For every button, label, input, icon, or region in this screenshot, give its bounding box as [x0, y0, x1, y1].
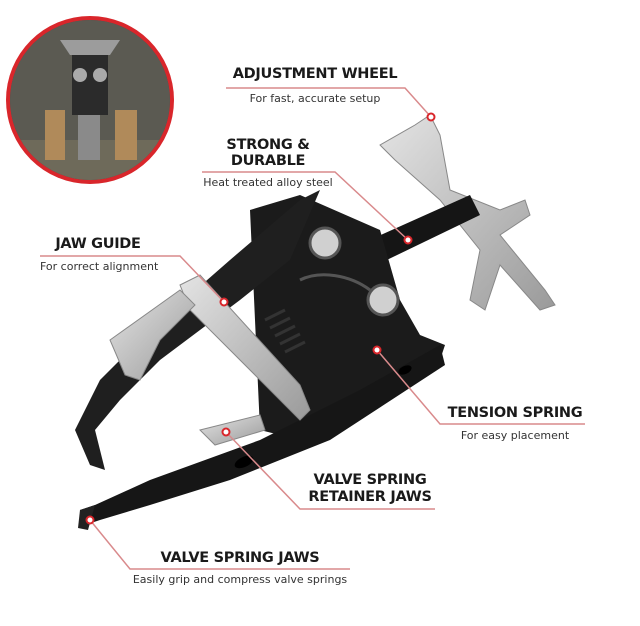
callout-strong-durable-title-2: DURABLE: [230, 153, 306, 169]
inset-photo: [6, 16, 174, 184]
callout-valve-spring-jaws-title: VALVE SPRING JAWS: [160, 550, 320, 566]
callout-valve-spring-jaws-subtitle: Easily grip and compress valve springs: [132, 573, 348, 586]
callout-tension-spring-subtitle: For easy placement: [460, 429, 570, 442]
callout-retainer-jaws-title-1: VALVE SPRING: [313, 472, 427, 488]
callout-strong-durable-subtitle: Heat treated alloy steel: [203, 176, 333, 189]
valve-spring-compressor: [75, 114, 556, 530]
callout-dots: [85, 112, 436, 525]
callout-strong-durable-title-1: STRONG &: [226, 137, 310, 153]
callout-adjustment-wheel-subtitle: For fast, accurate setup: [249, 92, 381, 105]
callout-tension-spring-title: TENSION SPRING: [447, 405, 583, 421]
callout-jaw-guide-subtitle: For correct alignment: [40, 260, 159, 273]
callout-retainer-jaws-title-2: RETAINER JAWS: [308, 489, 432, 505]
leader-lines: [40, 87, 585, 570]
callout-jaw-guide-title: JAW GUIDE: [55, 236, 141, 252]
callout-adjustment-wheel-title: ADJUSTMENT WHEEL: [232, 66, 398, 82]
